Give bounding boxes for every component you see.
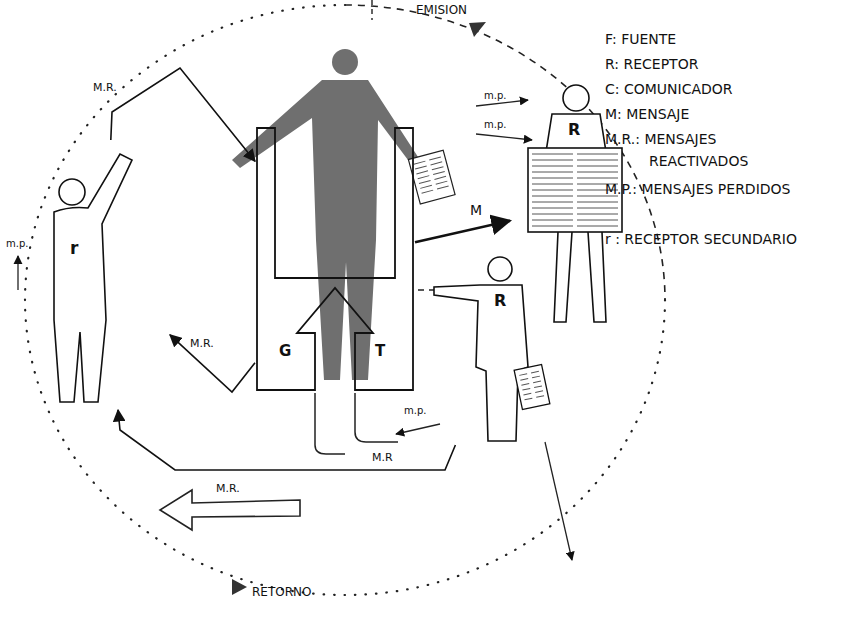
flow-label: M	[470, 203, 482, 217]
figure-letter: T	[375, 344, 385, 359]
newspaper-print	[519, 371, 544, 400]
legend-entry: M: MENSAJE	[605, 103, 809, 125]
message-flow-arrow	[111, 68, 255, 161]
figure-head	[563, 85, 589, 111]
figure-body	[434, 285, 528, 441]
flow-label: M.R.	[190, 338, 214, 349]
newspaper-sheet	[408, 150, 455, 204]
return-pointer	[232, 579, 247, 595]
lost-message-arrow	[17, 256, 18, 290]
legend-entry: M.P.: MENSAJES PERDIDOS	[605, 178, 809, 200]
secondary-receptor-figure: r	[40, 140, 170, 410]
frame-leg	[315, 393, 345, 454]
flow-direction-label: RETORNO	[252, 586, 311, 599]
frame-outline	[257, 128, 413, 390]
figure-body	[546, 114, 606, 152]
figure-legs	[554, 232, 606, 322]
message-flow-arrow	[170, 335, 255, 392]
figure-letter: r	[70, 240, 78, 257]
legend-entry: M.R.: MENSAJES REACTIVADOS	[605, 128, 809, 172]
legend-entry: C: COMUNICADOR	[605, 78, 809, 100]
return-arc	[25, 5, 665, 595]
frame-leg	[355, 393, 398, 442]
legend-entry: R: RECEPTOR	[605, 53, 809, 75]
figure-letter: R	[568, 122, 580, 138]
reactivated-message-arrow	[160, 490, 300, 530]
lost-message-arrow	[476, 134, 532, 140]
legend-entry: F: FUENTE	[605, 28, 809, 50]
figure-body	[54, 154, 132, 402]
lost-message-label: m.p.	[404, 405, 426, 416]
figure-head	[488, 257, 512, 281]
lost-message-label: m.p.	[484, 119, 506, 130]
message-flow-arrow	[415, 221, 510, 243]
communicator-head	[332, 49, 358, 75]
legend-entry: r : RECEPTOR SECUNDARIO	[605, 228, 809, 250]
figure-outline	[430, 255, 560, 445]
newspaper	[408, 150, 455, 204]
figure-letter: R	[494, 293, 506, 309]
communicator-body	[232, 80, 420, 380]
reactivated-message-label: M.R.	[216, 483, 240, 495]
emission-arc	[345, 5, 665, 300]
emission-pointer	[469, 22, 486, 37]
figure-letter: G	[279, 344, 291, 359]
newspaper-print	[414, 157, 449, 193]
dashed-divider	[371, 0, 372, 20]
flow-label: M.R	[372, 452, 393, 463]
receptor-figure: R	[430, 255, 560, 445]
figure-head	[59, 179, 85, 205]
lost-message-arrow	[545, 442, 572, 560]
lost-message-label: m.p.	[6, 238, 28, 249]
flow-direction-label: EMISION	[416, 4, 467, 17]
newspaper-sheet	[514, 365, 550, 410]
figure-outline	[40, 140, 170, 410]
transmission-frame: GT	[255, 128, 415, 393]
lost-message-arrow	[396, 424, 440, 434]
lost-message-label: m.p.	[484, 90, 506, 101]
flow-label: M.R.	[93, 82, 117, 93]
message-flow-arrow	[118, 410, 455, 470]
